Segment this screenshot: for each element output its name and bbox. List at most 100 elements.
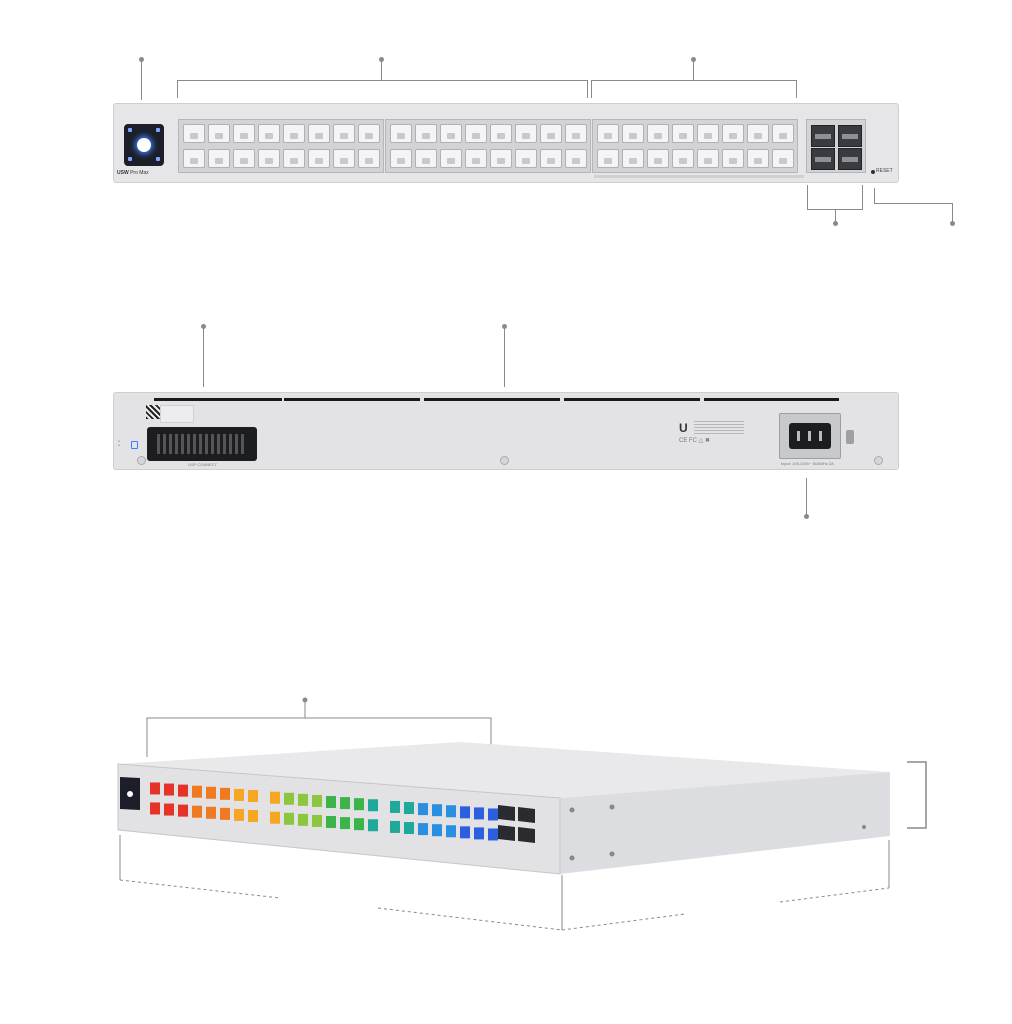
rj45-port	[390, 800, 400, 813]
rj45-port[interactable]	[490, 124, 512, 143]
sfp-port[interactable]	[811, 148, 835, 170]
led-bar	[594, 175, 804, 178]
rj45-port[interactable]	[208, 124, 230, 143]
rj45-port	[248, 810, 258, 823]
vent-strip	[154, 398, 282, 401]
rj45-port[interactable]	[697, 124, 719, 143]
sfp-port[interactable]	[838, 148, 862, 170]
rj45-port[interactable]	[390, 149, 412, 168]
rj45-port[interactable]	[672, 124, 694, 143]
rj45-port[interactable]	[565, 149, 587, 168]
rj45-port[interactable]	[465, 124, 487, 143]
rj45-port[interactable]	[440, 124, 462, 143]
rj45-port[interactable]	[540, 149, 562, 168]
power-label: Input: 100-240V~ 50/60Hz 2A	[781, 461, 834, 466]
width-dimension	[119, 879, 281, 899]
rj45-port[interactable]	[722, 124, 744, 143]
reset-button[interactable]	[871, 170, 875, 174]
callout-line-lcd	[141, 60, 142, 100]
rj45-port[interactable]	[415, 149, 437, 168]
rj45-port[interactable]	[283, 124, 305, 143]
rj45-port[interactable]	[183, 124, 205, 143]
rj45-port[interactable]	[390, 124, 412, 143]
rj45-port	[446, 805, 456, 818]
chassis-top	[118, 742, 890, 798]
rj45-port	[474, 807, 484, 820]
rj45-port	[192, 785, 202, 798]
rj45-port	[354, 798, 364, 811]
rj45-port[interactable]	[772, 149, 794, 168]
rj45-port[interactable]	[747, 124, 769, 143]
rj45-port[interactable]	[208, 149, 230, 168]
rj45-port[interactable]	[540, 124, 562, 143]
rj45-port[interactable]	[358, 149, 380, 168]
rj45-port	[312, 794, 322, 807]
rj45-port	[192, 805, 202, 818]
rj45-port[interactable]	[233, 124, 255, 143]
rj45-port	[298, 813, 308, 826]
chassis-side	[560, 772, 890, 874]
rj45-port	[460, 826, 470, 839]
lcd-status-ring	[137, 138, 151, 152]
rj45-port[interactable]	[747, 149, 769, 168]
callout-dot-rj45-a	[379, 57, 384, 62]
isometric-view	[117, 697, 927, 931]
rj45-port	[326, 816, 336, 829]
power-cord-clip[interactable]	[846, 430, 854, 444]
rj45-port	[270, 811, 280, 824]
rj45-port	[234, 788, 244, 801]
touch-lcd-display[interactable]	[124, 124, 164, 166]
lcd-icon	[128, 128, 132, 132]
reset-label: RESET	[876, 168, 893, 174]
rj45-port	[178, 784, 188, 797]
callout-dot-reset	[950, 221, 955, 226]
depth-dimension-right	[779, 887, 890, 903]
sfp-port[interactable]	[838, 125, 862, 147]
rj45-port[interactable]	[358, 124, 380, 143]
rj45-port[interactable]	[308, 149, 330, 168]
rj45-port[interactable]	[258, 124, 280, 143]
sfp-port[interactable]	[811, 125, 835, 147]
width-dimension-right	[377, 907, 563, 931]
sfp-port	[498, 825, 515, 841]
rj45-port	[206, 806, 216, 819]
lcd-icon	[156, 157, 160, 161]
rj45-port[interactable]	[597, 124, 619, 143]
rj45-port[interactable]	[333, 149, 355, 168]
callout-bracket-rj45-a-right	[587, 80, 588, 98]
rj45-port[interactable]	[565, 124, 587, 143]
rj45-port[interactable]	[647, 149, 669, 168]
rj45-port[interactable]	[415, 124, 437, 143]
rj45-port[interactable]	[333, 124, 355, 143]
rj45-port[interactable]	[515, 149, 537, 168]
rj45-port[interactable]	[647, 124, 669, 143]
rj45-port[interactable]	[772, 124, 794, 143]
lcd-status-ring	[127, 791, 133, 797]
rj45-port	[220, 807, 230, 820]
rj45-port[interactable]	[440, 149, 462, 168]
rj45-port[interactable]	[183, 149, 205, 168]
rj45-port	[418, 803, 428, 816]
rj45-port[interactable]	[465, 149, 487, 168]
rj45-port[interactable]	[490, 149, 512, 168]
rj45-port[interactable]	[283, 149, 305, 168]
rj45-port[interactable]	[622, 124, 644, 143]
power-inlet[interactable]	[779, 413, 841, 459]
status-led-label: ••••	[118, 439, 121, 447]
rj45-port[interactable]	[597, 149, 619, 168]
rj45-port[interactable]	[722, 149, 744, 168]
rj45-port[interactable]	[697, 149, 719, 168]
rj45-port[interactable]	[258, 149, 280, 168]
usp-connect-port[interactable]	[147, 427, 257, 461]
rj45-port[interactable]	[233, 149, 255, 168]
rj45-port[interactable]	[308, 124, 330, 143]
rj45-port[interactable]	[515, 124, 537, 143]
rj45-port[interactable]	[622, 149, 644, 168]
rj45-port-group-3	[592, 119, 798, 173]
vent-strip	[564, 398, 700, 401]
callout-bracket-sfp	[807, 185, 808, 210]
callout-bracket-rj45-b-right	[796, 80, 797, 98]
iec-socket	[789, 423, 831, 449]
callout-dot-iso	[302, 697, 308, 703]
rj45-port[interactable]	[672, 149, 694, 168]
